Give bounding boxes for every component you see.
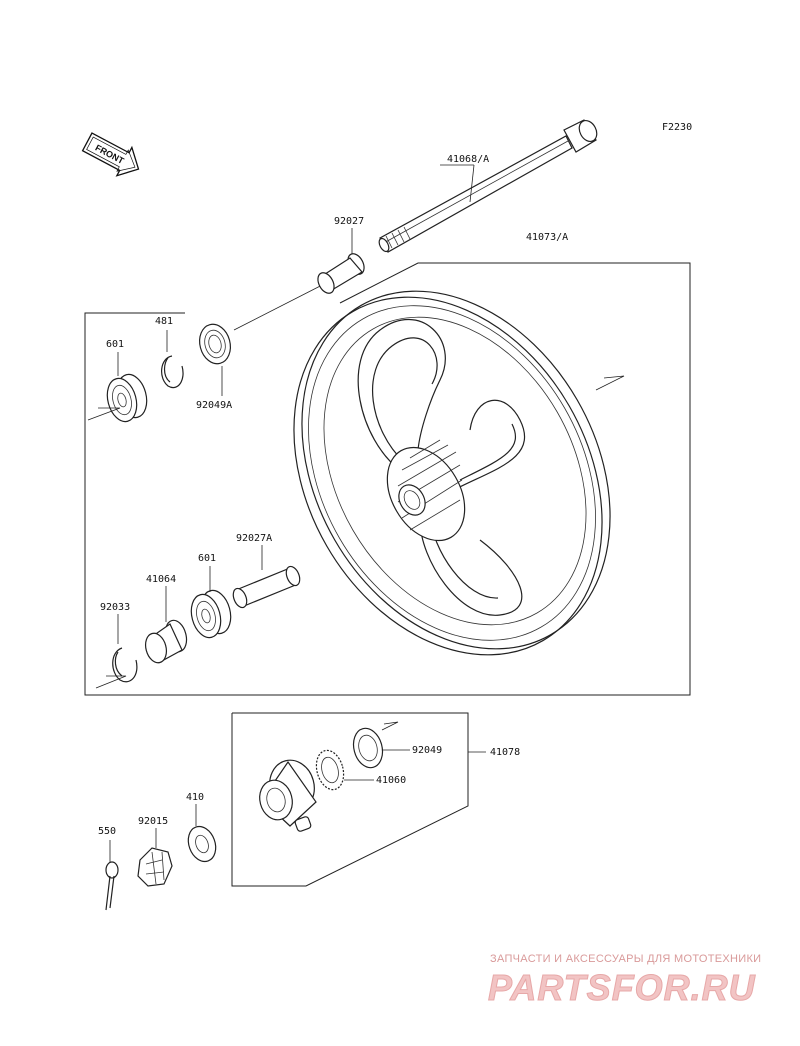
- label-41064: 41064: [146, 574, 176, 585]
- label-92027: 92027: [334, 216, 364, 227]
- nut-92015-part: [137, 847, 173, 887]
- label-92049: 92049: [412, 745, 442, 756]
- front-arrow-icon: FRONT: [81, 132, 140, 177]
- label-410: 410: [186, 792, 204, 803]
- spacer-92027a-part: [232, 565, 301, 609]
- axle-part: [233, 119, 598, 331]
- label-41073a: 41073/A: [526, 232, 568, 243]
- circlip-481-part: [161, 355, 184, 389]
- label-41060: 41060: [376, 775, 406, 786]
- wheel-rim-part: [293, 290, 611, 656]
- circlip-92033-part: [112, 647, 138, 683]
- watermark-tagline: ЗАПЧАСТИ И АКСЕССУАРЫ ДЛЯ МОТОТЕХНИКИ: [490, 953, 761, 965]
- label-41068a: 41068/A: [447, 154, 489, 165]
- collar-41064-part: [144, 619, 188, 664]
- label-92049a: 92049A: [196, 400, 232, 411]
- figure-code: F2230: [662, 122, 692, 133]
- label-601-bottom: 601: [198, 553, 216, 564]
- gear-41060-part: [315, 749, 345, 791]
- label-601-top: 601: [106, 339, 124, 350]
- seal-92049a-part: [199, 323, 231, 365]
- label-92027a: 92027A: [236, 533, 272, 544]
- wheel-assembly-box: [84, 262, 691, 696]
- gear-housing-box: [231, 712, 469, 887]
- bearing-601-bottom-part: [190, 589, 232, 639]
- gear-housing-part: [259, 759, 317, 832]
- watermark-logo: PARTSFOR.RU: [488, 967, 756, 1008]
- cotter-pin-550-part: [105, 861, 119, 911]
- label-41078: 41078: [490, 747, 520, 758]
- label-481: 481: [155, 316, 173, 327]
- washer-410-part: [187, 825, 217, 863]
- seal-92049-part: [352, 727, 384, 769]
- label-550: 550: [98, 826, 116, 837]
- bearing-601-top-part: [106, 373, 148, 423]
- collar-part: [317, 253, 365, 294]
- label-92033: 92033: [100, 602, 130, 613]
- label-92015: 92015: [138, 816, 168, 827]
